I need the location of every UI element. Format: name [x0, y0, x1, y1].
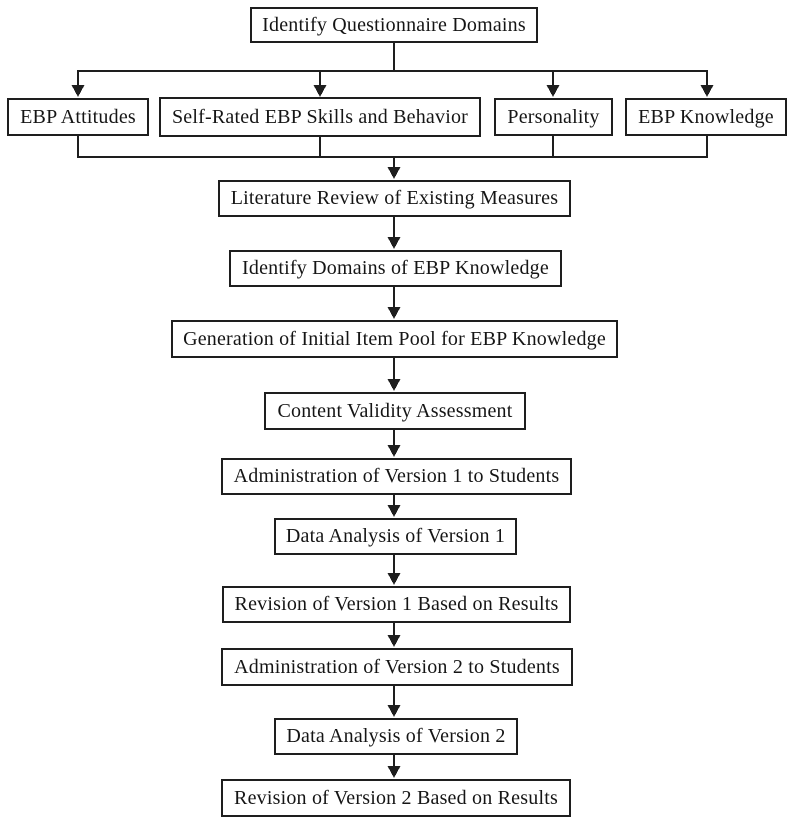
flow-node-data-analysis-of-version-1: Data Analysis of Version 1: [274, 518, 517, 555]
connector-merge-rail: [77, 135, 708, 179]
node-label: Administration of Version 1 to Students: [233, 465, 560, 487]
arrowhead: [387, 766, 401, 778]
arrowhead: [387, 635, 401, 647]
arrowhead: [546, 85, 560, 97]
arrowhead: [387, 237, 401, 249]
arrowhead: [387, 505, 401, 517]
arrowhead: [387, 445, 401, 457]
connector-analysis-v2-to-revision-v2: [387, 755, 401, 778]
flow-node-content-validity-assessment: Content Validity Assessment: [264, 392, 526, 430]
connector-admin-v1-to-analysis-v1: [387, 495, 401, 517]
connector-generation-to-content-validity: [387, 357, 401, 391]
flow-node-ebp-knowledge: EBP Knowledge: [625, 98, 787, 136]
flow-node-administration-of-version-1: Administration of Version 1 to Students: [221, 458, 572, 495]
arrowhead: [700, 85, 714, 97]
node-label: Identify Questionnaire Domains: [262, 13, 526, 36]
node-label: Personality: [507, 105, 600, 128]
flow-node-ebp-attitudes: EBP Attitudes: [7, 98, 149, 136]
node-label: EBP Knowledge: [638, 105, 774, 128]
node-label: Self-Rated EBP Skills and Behavior: [171, 105, 469, 128]
flow-node-revision-of-version-2: Revision of Version 2 Based on Results: [221, 779, 571, 817]
flow-node-administration-of-version-2: Administration of Version 2 to Students: [221, 648, 573, 686]
connector-analysis-v1-to-revision-v1: [387, 555, 401, 585]
node-label: Generation of Initial Item Pool for EBP …: [183, 327, 606, 350]
connector-literature-to-identify-domains: [387, 216, 401, 249]
arrowhead: [387, 573, 401, 585]
flow-node-revision-of-version-1: Revision of Version 1 Based on Results: [222, 586, 571, 623]
arrowhead: [313, 85, 327, 97]
node-label: Data Analysis of Version 1: [285, 525, 506, 547]
arrowhead: [71, 85, 85, 97]
flow-node-data-analysis-of-version-2: Data Analysis of Version 2: [274, 718, 518, 755]
flow-node-generation-of-initial-item-pool: Generation of Initial Item Pool for EBP …: [171, 320, 618, 358]
flow-node-identify-domains-of-ebp-knowledge: Identify Domains of EBP Knowledge: [229, 250, 562, 287]
flow-node-personality: Personality: [494, 98, 613, 136]
connector-content-validity-to-admin-v1: [387, 429, 401, 457]
node-label: Administration of Version 2 to Students: [234, 655, 560, 678]
node-label: Literature Review of Existing Measures: [230, 187, 559, 209]
flow-node-self-rated-ebp-skills-and-behavior: Self-Rated EBP Skills and Behavior: [159, 97, 481, 137]
node-label: Revision of Version 2 Based on Results: [234, 786, 558, 809]
arrowhead: [387, 307, 401, 319]
arrowhead: [387, 705, 401, 717]
arrowhead: [387, 379, 401, 391]
connector-admin-v2-to-analysis-v2: [387, 685, 401, 717]
node-label: Identify Domains of EBP Knowledge: [242, 257, 549, 279]
node-label: EBP Attitudes: [20, 105, 136, 128]
node-label: Revision of Version 1 Based on Results: [234, 593, 559, 615]
flow-node-literature-review-of-existing-measures: Literature Review of Existing Measures: [218, 180, 571, 217]
node-label: Data Analysis of Version 2: [286, 725, 506, 747]
connector-revision-v1-to-admin-v2: [387, 623, 401, 647]
arrowhead: [387, 167, 401, 179]
node-label: Content Validity Assessment: [277, 399, 513, 422]
connector-identify-domains-to-generation: [387, 287, 401, 319]
flow-node-identify-questionnaire-domains: Identify Questionnaire Domains: [250, 7, 538, 43]
connector-branch-rail: [71, 70, 714, 97]
